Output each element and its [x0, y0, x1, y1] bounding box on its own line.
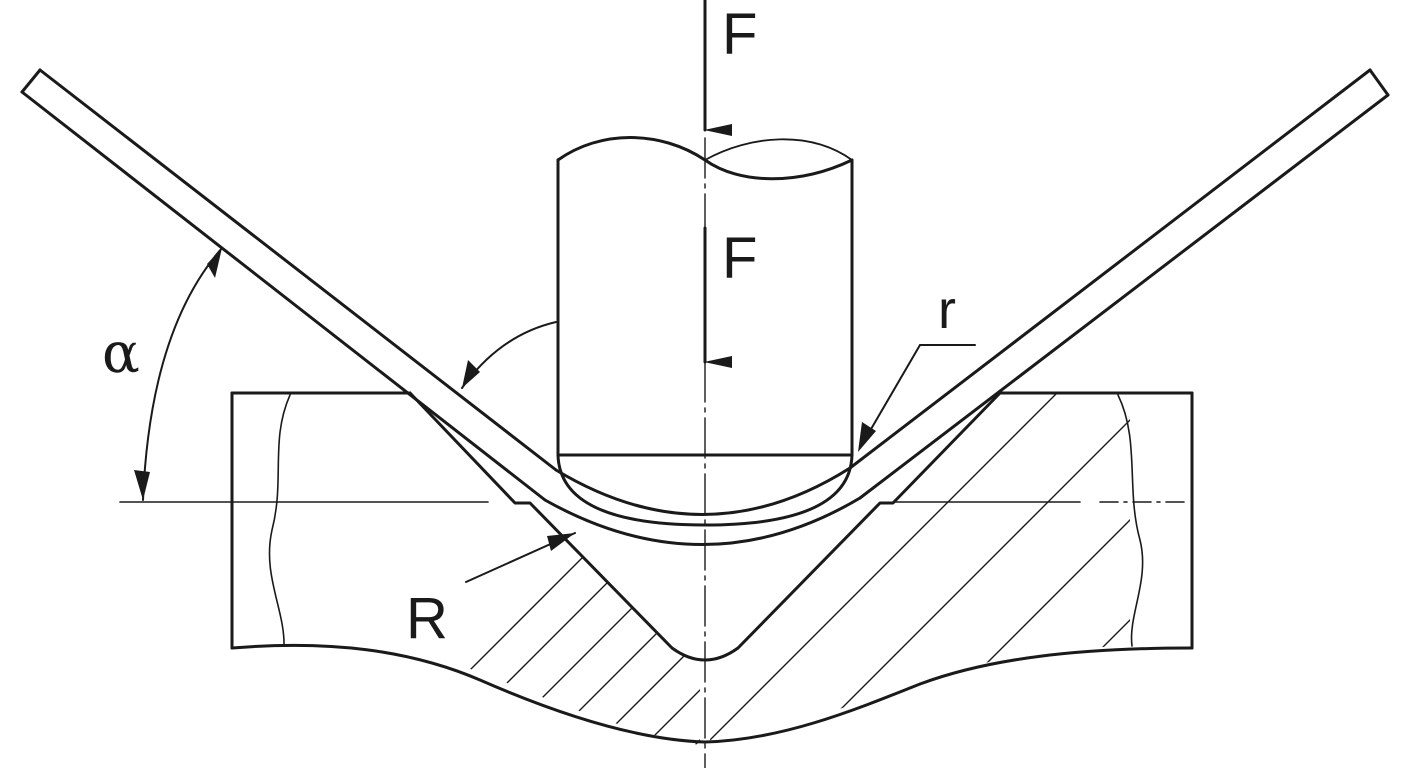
bend-angle-dimension [134, 247, 223, 501]
punch [556, 136, 854, 527]
die-radius-label: R [406, 586, 448, 651]
die-radius-leader [465, 532, 576, 583]
punch-radius-leader [858, 344, 976, 452]
force-label-top: F [722, 2, 758, 67]
die-body [230, 391, 1194, 744]
die-hatching [410, 393, 1130, 745]
punch-leader-arrow [461, 321, 557, 389]
bend-angle-label: α [102, 321, 140, 386]
force-label-punch: F [722, 226, 758, 291]
sheet-workpiece [20, 68, 1390, 546]
punch-radius-label: r [938, 280, 956, 340]
